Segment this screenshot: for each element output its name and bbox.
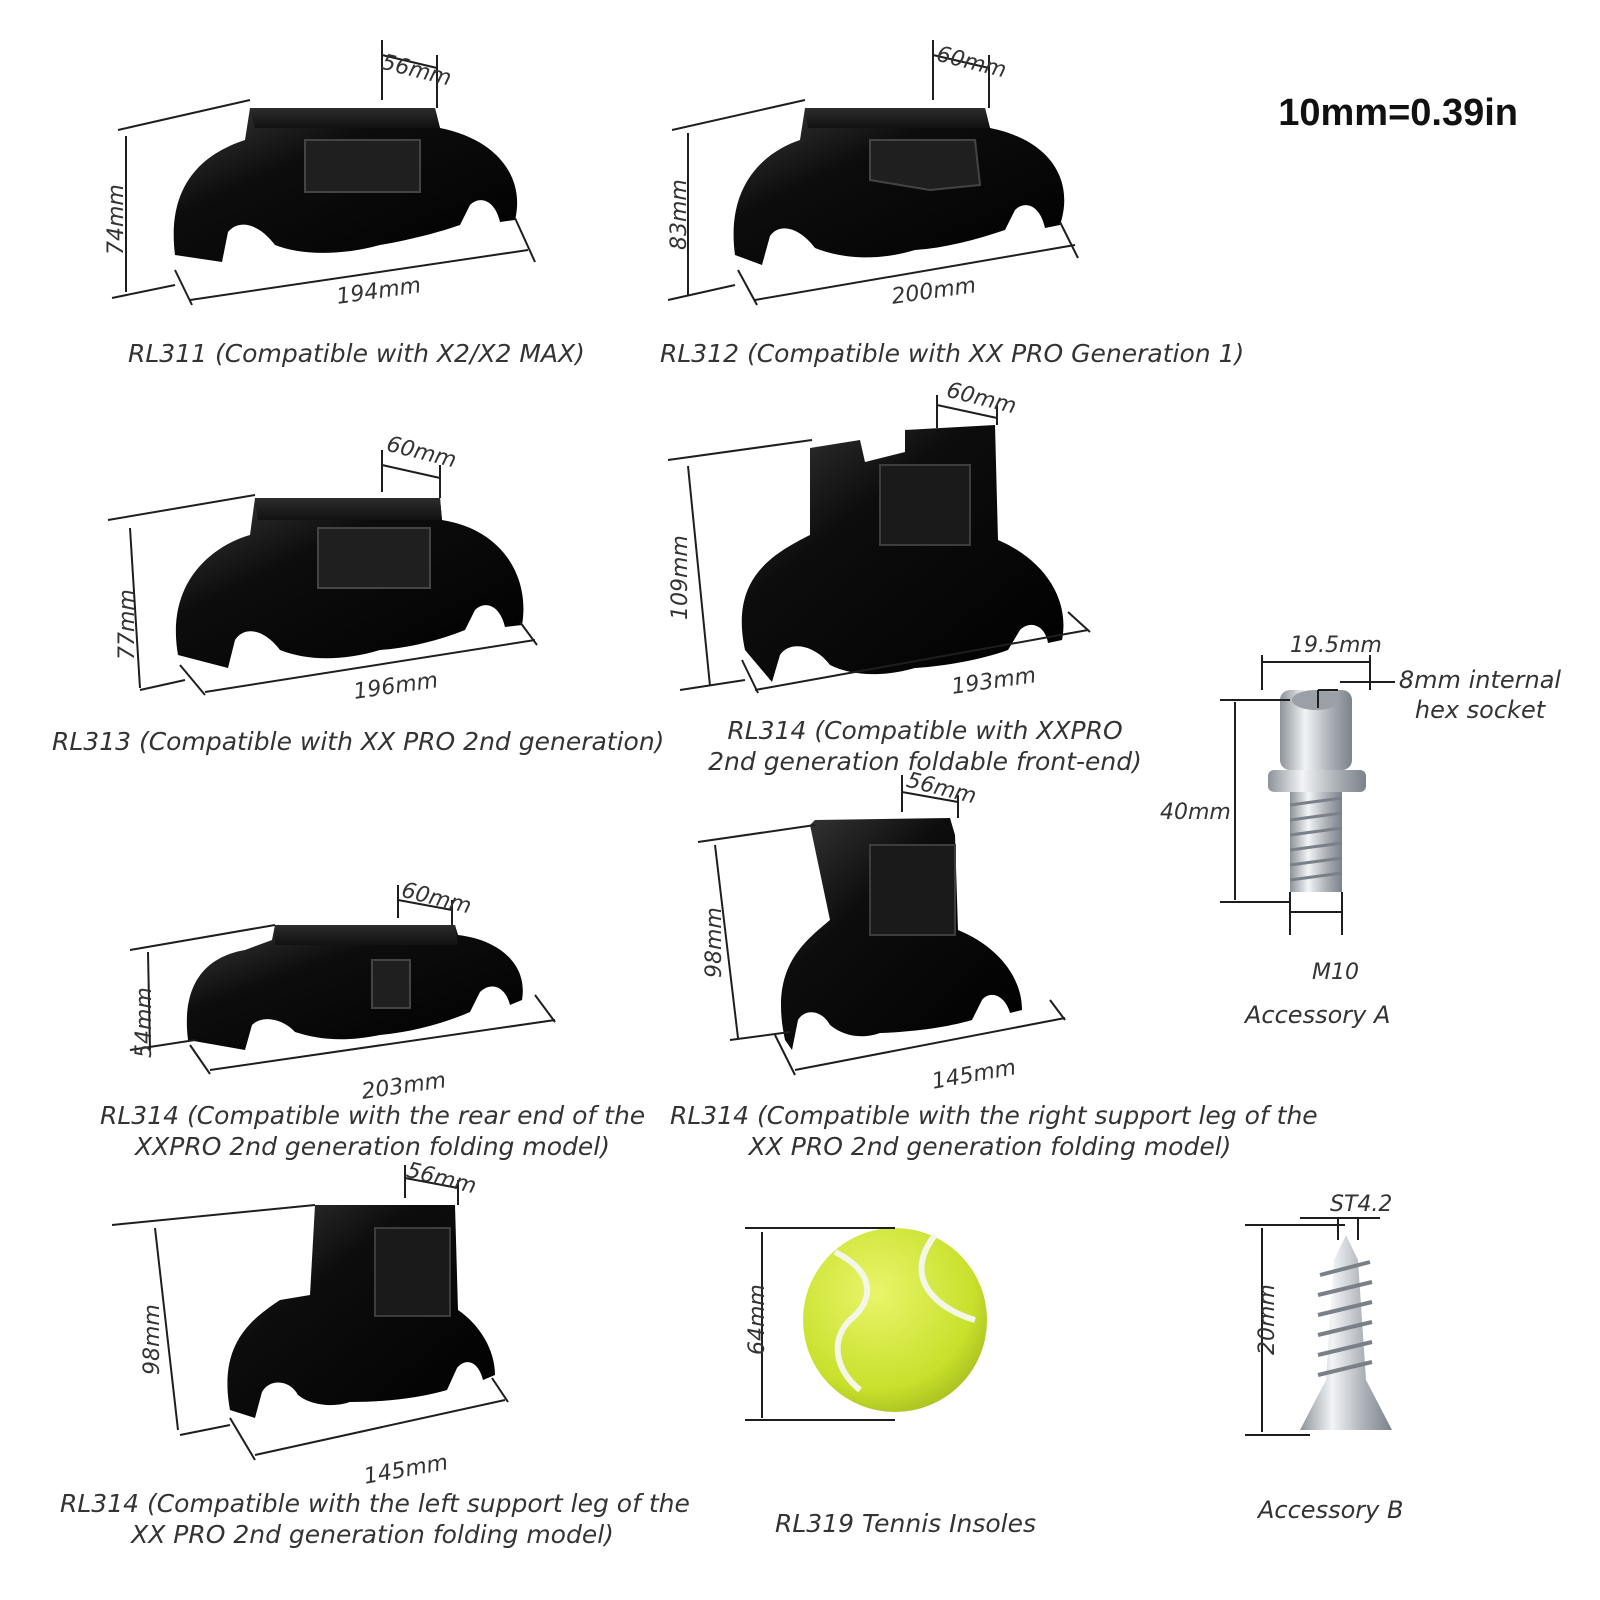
rl314-right-dimension-lines bbox=[697, 775, 1066, 1076]
accessory-a-socket-note: 8mm internal hex socket bbox=[1390, 665, 1570, 725]
rl314-left-caption-line-2: XX PRO 2nd generation folding model) bbox=[131, 1520, 614, 1549]
rl314-rear-part bbox=[186, 925, 523, 1050]
rl314-front-dimension-lines bbox=[667, 395, 1091, 694]
rl314-right-caption: RL314 (Compatible with the right support… bbox=[670, 1100, 1318, 1162]
rl314-front-caption-line-1: RL314 (Compatible with XXPRO bbox=[727, 716, 1123, 745]
rl312-caption: RL312 (Compatible with XX PRO Generation… bbox=[660, 339, 1245, 368]
rl319-caption: RL319 Tennis Insoles bbox=[775, 1509, 1037, 1538]
rl313-height-dimension: 77mm bbox=[115, 589, 140, 660]
rl314-left-part bbox=[227, 1205, 496, 1418]
rl314-front-caption-line-2: 2nd generation foldable front-end) bbox=[708, 747, 1142, 776]
accessory-b-label: Accessory B bbox=[1258, 1496, 1404, 1524]
scale-note: 10mm=0.39in bbox=[1278, 92, 1518, 134]
accessory-a-head-width: 19.5mm bbox=[1290, 633, 1382, 658]
rl314-rear-dimension-lines bbox=[129, 885, 556, 1075]
accessory-a-socket-line-2: hex socket bbox=[1414, 696, 1546, 724]
rl313-caption: RL313 (Compatible with XX PRO 2nd genera… bbox=[52, 727, 665, 756]
rl314-front-caption: RL314 (Compatible with XXPRO 2nd generat… bbox=[700, 715, 1150, 777]
rl314-rear-height-dimension: 54mm bbox=[132, 987, 157, 1058]
rl314-left-dimension-lines bbox=[111, 1165, 509, 1461]
rl314-front-part bbox=[741, 425, 1064, 682]
accessory-b-tip: ST4.2 bbox=[1330, 1192, 1393, 1217]
accessory-a-label: Accessory A bbox=[1245, 1001, 1391, 1029]
accessory-b-length: 20mm bbox=[1255, 1284, 1280, 1355]
rl314-rear-caption-line-1: RL314 (Compatible with the rear end of t… bbox=[100, 1101, 646, 1130]
rl314-right-caption-line-2: XX PRO 2nd generation folding model) bbox=[748, 1132, 1232, 1161]
rl319-dimension-lines bbox=[745, 1227, 895, 1421]
accessory-a-dimension-lines bbox=[1220, 655, 1395, 935]
screw-image bbox=[1300, 1235, 1392, 1430]
accessory-a-socket-line-1: 8mm internal bbox=[1398, 666, 1562, 694]
rl312-dimension-lines bbox=[667, 40, 1079, 306]
rl314-right-caption-line-1: RL314 (Compatible with the right support… bbox=[670, 1101, 1318, 1130]
rl314-right-height-dimension: 98mm bbox=[702, 907, 727, 978]
rl311-part bbox=[173, 108, 518, 262]
rl314-front-height-dimension: 109mm bbox=[668, 535, 693, 620]
bolt-image bbox=[1268, 690, 1366, 892]
accessory-a-length: 40mm bbox=[1160, 800, 1231, 825]
rl319-height-dimension: 64mm bbox=[745, 1284, 770, 1355]
rl314-right-part bbox=[781, 818, 1022, 1050]
rl312-part bbox=[733, 108, 1065, 265]
accessory-b-dimension-lines bbox=[1245, 1217, 1380, 1436]
tennis-ball-image bbox=[803, 1228, 987, 1412]
rl311-caption: RL311 (Compatible with X2/X2 MAX) bbox=[128, 339, 585, 368]
rl311-dimension-lines bbox=[111, 40, 536, 306]
rl314-left-caption: RL314 (Compatible with the left support … bbox=[60, 1488, 690, 1550]
rl313-dimension-lines bbox=[107, 450, 538, 696]
rl314-left-caption-line-1: RL314 (Compatible with the left support … bbox=[60, 1489, 690, 1518]
rl314-rear-caption: RL314 (Compatible with the rear end of t… bbox=[100, 1100, 645, 1162]
rl314-left-height-dimension: 98mm bbox=[140, 1304, 165, 1375]
rl313-part bbox=[175, 498, 524, 668]
rl311-height-dimension: 74mm bbox=[104, 184, 129, 255]
rl312-height-dimension: 83mm bbox=[667, 179, 692, 250]
rl314-rear-caption-line-2: XXPRO 2nd generation folding model) bbox=[135, 1132, 610, 1161]
accessory-a-thread: M10 bbox=[1312, 960, 1359, 985]
